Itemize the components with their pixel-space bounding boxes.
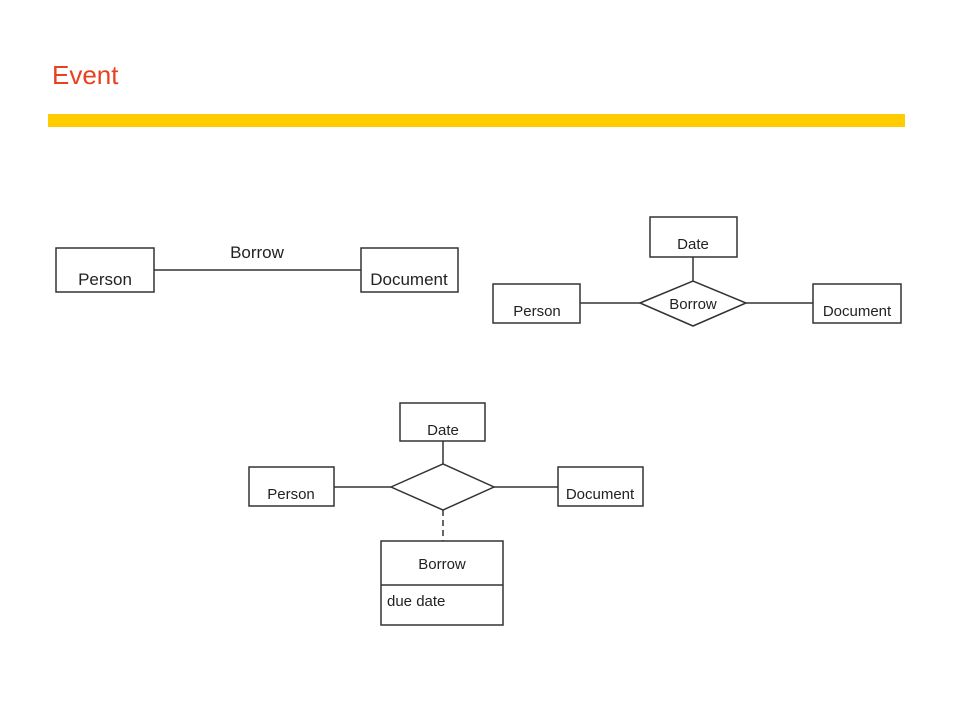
d2-relationship-label: Borrow bbox=[669, 296, 717, 313]
d1-document-label: Document bbox=[370, 270, 448, 289]
d3-association-class-name: Borrow bbox=[418, 556, 466, 573]
d3-document-entity bbox=[557, 466, 644, 507]
diagram-2 bbox=[492, 216, 902, 327]
d2-date-label: Date bbox=[677, 236, 709, 253]
d3-association-class-box bbox=[380, 540, 504, 626]
d2-document-label: Document bbox=[823, 303, 892, 320]
d1-relationship-label: Borrow bbox=[230, 243, 285, 262]
d3-association-class-attribute: due date bbox=[387, 593, 445, 610]
diagram-3 bbox=[248, 402, 644, 626]
title-underline-bar bbox=[48, 114, 905, 127]
slide-title: Event bbox=[52, 60, 119, 90]
d1-document-entity bbox=[360, 247, 459, 293]
d2-person-entity bbox=[492, 283, 581, 324]
d3-date-label: Date bbox=[427, 422, 459, 439]
d3-date-entity bbox=[399, 402, 486, 442]
d3-document-label: Document bbox=[566, 486, 635, 503]
diagram-1 bbox=[55, 247, 459, 293]
d3-person-entity bbox=[248, 466, 335, 507]
d3-person-label: Person bbox=[267, 486, 315, 503]
d2-person-label: Person bbox=[513, 303, 561, 320]
d3-relationship-diamond bbox=[389, 463, 496, 511]
d2-date-entity bbox=[649, 216, 738, 258]
d1-person-entity bbox=[55, 247, 155, 293]
d1-person-label: Person bbox=[78, 270, 132, 289]
d2-document-entity bbox=[812, 283, 902, 324]
d2-relationship-diamond bbox=[638, 280, 748, 327]
